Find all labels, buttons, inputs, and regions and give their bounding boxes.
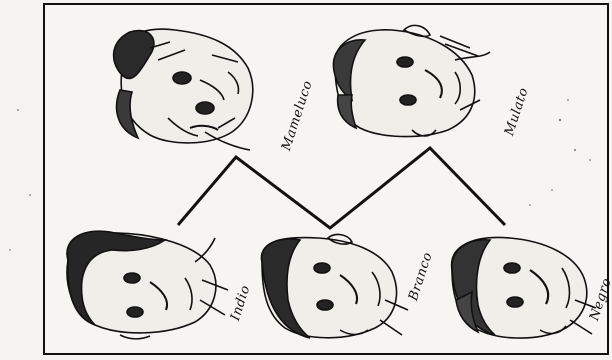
lineage-connector-lines bbox=[178, 148, 505, 228]
branco-portrait bbox=[262, 235, 408, 338]
negro-portrait bbox=[452, 237, 596, 338]
mulato-portrait bbox=[333, 25, 490, 136]
mameluco-portrait bbox=[114, 29, 253, 150]
indio-portrait bbox=[67, 231, 228, 339]
